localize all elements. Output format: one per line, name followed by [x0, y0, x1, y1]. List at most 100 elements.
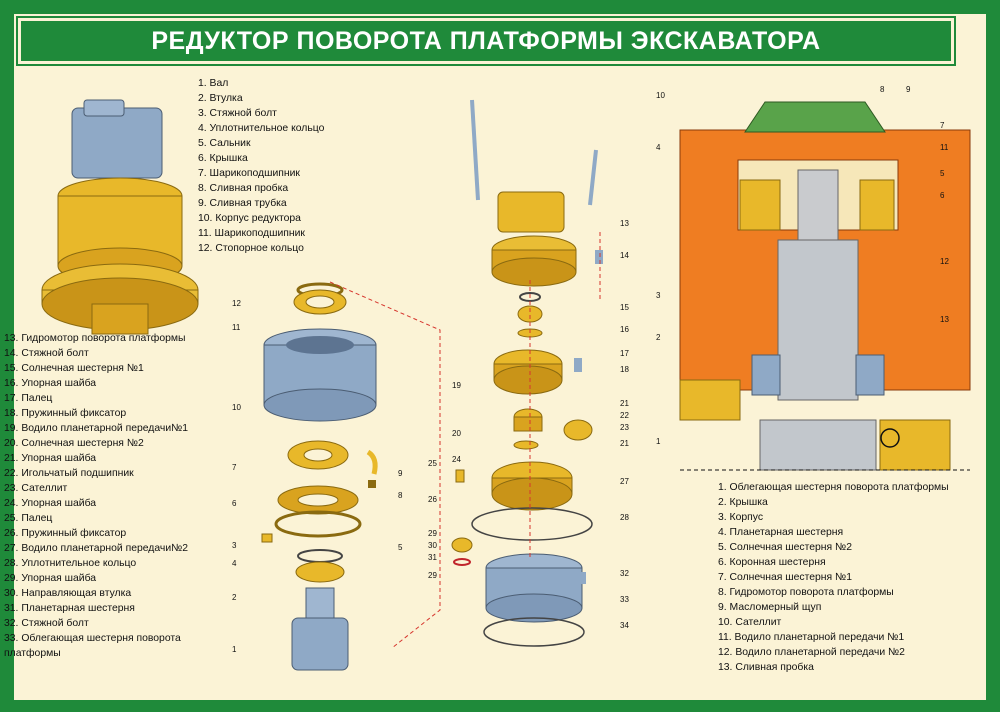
parts-list-item: 3. Корпус [718, 512, 764, 523]
callout-29a: 29 [428, 529, 437, 538]
parts-list-item: 28. Уплотнительное кольцо [4, 558, 137, 569]
parts-list-item: 1. Облегающая шестерня поворота платформ… [718, 482, 949, 493]
callout-3: 3 [232, 541, 237, 550]
parts-list-item: 11. Шарикоподшипник [198, 228, 305, 239]
parts-list-item: 26. Пружинный фиксатор [4, 528, 127, 539]
callout-2: 2 [232, 593, 237, 602]
callout-10: 10 [232, 403, 241, 412]
callout-29b: 29 [428, 571, 437, 580]
callout-34: 34 [620, 621, 629, 630]
callout-14: 14 [620, 251, 629, 260]
parts-list-item: 8. Гидромотор поворота платформы [718, 587, 894, 598]
callout-s3: 3 [656, 291, 661, 300]
parts-list-item: 6. Крышка [198, 153, 248, 164]
callout-11: 11 [232, 323, 241, 332]
parts-list-item: 17. Палец [4, 393, 53, 404]
parts-list-item: 24. Упорная шайба [4, 498, 97, 509]
parts-list-item: 11. Водило планетарной передачи №1 [718, 632, 905, 643]
parts-list-top: 1. Вал 2. Втулка 3. Стяжной болт 4. Уплотни… [198, 76, 324, 256]
parts-list-item: 16. Упорная шайба [4, 378, 97, 389]
callout-s11: 11 [940, 143, 949, 152]
parts-list-item: 5. Сальник [198, 138, 251, 149]
parts-list-item: 13. Сливная пробка [718, 662, 814, 673]
callout-16: 16 [620, 325, 629, 334]
parts-list-item: 9. Масломерный щуп [718, 602, 822, 613]
callout-18: 18 [620, 365, 629, 374]
callout-8: 8 [398, 491, 403, 500]
callout-21a: 21 [620, 399, 629, 408]
parts-list-item: 10. Корпус редуктора [198, 213, 301, 224]
parts-list-item: 21. Упорная шайба [4, 453, 97, 464]
callout-s1: 1 [656, 437, 661, 446]
callout-24: 24 [452, 455, 461, 464]
leader-lines [329, 232, 601, 649]
callout-7: 7 [232, 463, 237, 472]
parts-list-item: 27. Водило планетарной передачи№2 [4, 543, 189, 554]
callout-s6: 6 [940, 191, 945, 200]
callout-22: 22 [620, 411, 629, 420]
parts-list-item: 22. Игольчатый подшипник [4, 468, 134, 479]
callout-13: 13 [620, 219, 629, 228]
parts-list-item: 7. Солнечная шестерня №1 [718, 572, 852, 583]
exploded-center-column [451, 99, 603, 647]
callout-30: 30 [428, 541, 437, 550]
parts-list-item: 18. Пружинный фиксатор [4, 408, 127, 419]
parts-list-item: 33. Облегающая шестерня поворота [4, 633, 181, 644]
callout-4: 4 [232, 559, 237, 568]
assembled-reducer-illustration [41, 99, 199, 335]
page-title: РЕДУКТОР ПОВОРОТА ПЛАТФОРМЫ ЭКСКАВАТОРА [151, 26, 821, 55]
callout-s7: 7 [940, 121, 945, 130]
callout-s5: 5 [940, 169, 945, 178]
callout-32: 32 [620, 569, 629, 578]
parts-list-item: 10. Сателлит [718, 617, 782, 628]
callout-6: 6 [232, 499, 237, 508]
parts-list-item: 29. Упорная шайба [4, 573, 97, 584]
parts-list-item: 25. Палец [4, 513, 53, 524]
callout-19: 19 [452, 381, 461, 390]
callout-1: 1 [232, 645, 237, 654]
callout-s12: 12 [940, 257, 949, 266]
parts-list-item: 31. Планетарная шестерня [4, 603, 135, 614]
parts-list-item: 2. Крышка [718, 497, 768, 508]
parts-list-item: 4. Планетарная шестерня [718, 527, 844, 538]
callout-12: 12 [232, 299, 241, 308]
callout-s8: 8 [880, 85, 885, 94]
callout-21b: 21 [620, 439, 629, 448]
parts-list-item: 1. Вал [198, 78, 229, 89]
parts-list-item: 20. Солнечная шестерня №2 [4, 438, 144, 449]
parts-list-item: 14. Стяжной болт [4, 348, 89, 359]
callout-s2: 2 [656, 333, 661, 342]
parts-list-item: 7. Шарикоподшипник [198, 168, 300, 179]
parts-list-item: 2. Втулка [198, 93, 243, 104]
parts-list-item: 32. Стяжной болт [4, 618, 89, 629]
callout-31: 31 [428, 553, 437, 562]
exploded-left-column [261, 282, 378, 671]
parts-list-item: 19. Водило планетарной передачи№1 [4, 423, 189, 434]
callout-33: 33 [620, 595, 629, 604]
title-bar: РЕДУКТОР ПОВОРОТА ПЛАТФОРМЫ ЭКСКАВАТОРА [16, 16, 956, 66]
callout-20: 20 [452, 429, 461, 438]
callout-27: 27 [620, 477, 629, 486]
callout-5: 5 [398, 543, 403, 552]
callout-9: 9 [398, 469, 403, 478]
parts-list-item: 9. Сливная трубка [198, 198, 287, 209]
callout-28: 28 [620, 513, 629, 522]
parts-list-item: 13. Гидромотор поворота платформы [4, 333, 186, 344]
callout-s4: 4 [656, 143, 661, 152]
callout-numbers: 12 11 10 7 9 8 6 5 3 4 2 1 13 14 15 16 1… [232, 85, 949, 654]
section-view [679, 101, 971, 471]
parts-list-item: 6. Коронная шестерня [718, 557, 826, 568]
parts-list-item: 30. Направляющая втулка [4, 588, 132, 599]
callout-s13: 13 [940, 315, 949, 324]
parts-list-item: 12. Стопорное кольцо [198, 243, 304, 254]
parts-list-item: 4. Уплотнительное кольцо [198, 123, 325, 134]
parts-list-item: 8. Сливная пробка [198, 183, 289, 194]
callout-17: 17 [620, 349, 629, 358]
parts-list-item: 3. Стяжной болт [198, 108, 277, 119]
callout-15: 15 [620, 303, 629, 312]
callout-s9: 9 [906, 85, 911, 94]
parts-list-left: 13. Гидромотор поворота платформы 14. Стя… [4, 331, 188, 661]
callout-25: 25 [428, 459, 437, 468]
parts-list-item: 15. Солнечная шестерня №1 [4, 363, 144, 374]
